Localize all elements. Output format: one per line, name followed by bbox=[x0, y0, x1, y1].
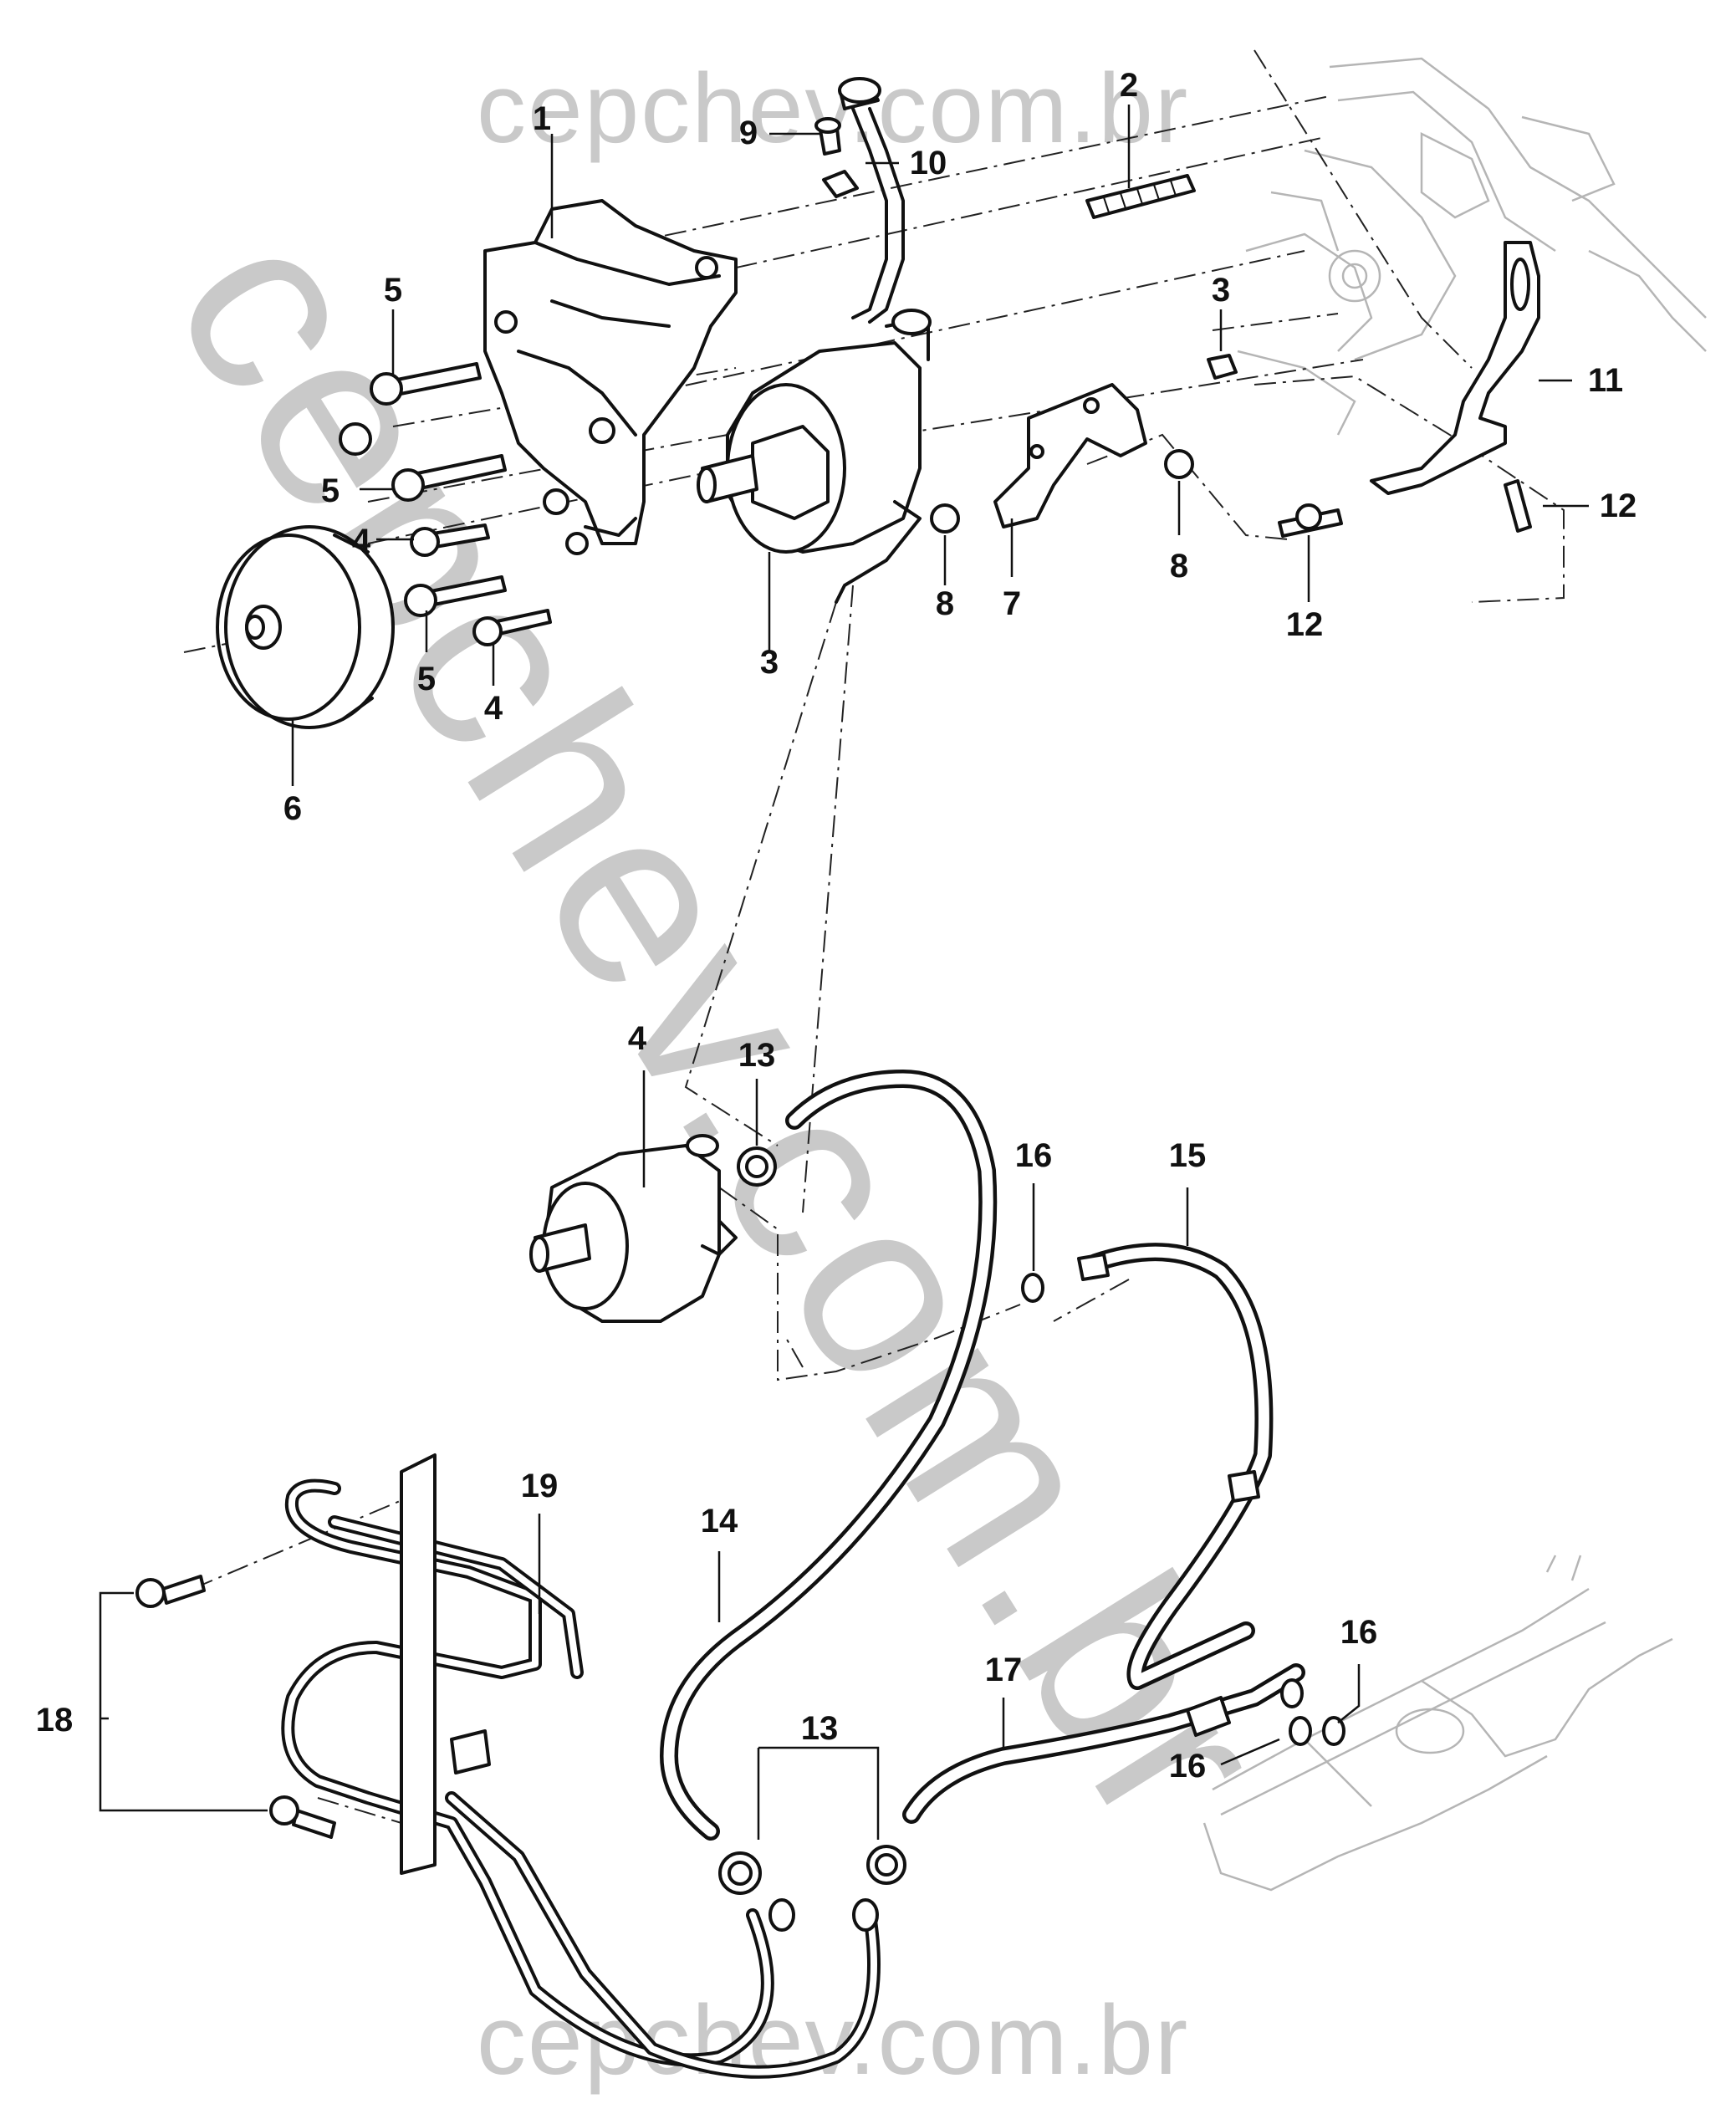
callout-8-right: 8 bbox=[1170, 548, 1188, 585]
callout-4-lower: 4 bbox=[484, 690, 503, 727]
callout-19: 19 bbox=[521, 1468, 559, 1504]
pump-pulley bbox=[216, 525, 395, 729]
feed-hose bbox=[902, 1663, 1305, 1824]
callout-labels: 1 2 3 3 4 4 4 5 5 5 6 7 8 8 9 10 11 12 1… bbox=[36, 67, 1637, 1785]
watermark-bottom: cepchev.com.br bbox=[477, 1985, 1189, 2096]
cooler-screws bbox=[135, 1575, 336, 1839]
nuts bbox=[930, 354, 1238, 534]
callout-16-upper: 16 bbox=[1015, 1137, 1053, 1174]
return-hose bbox=[660, 1070, 998, 1841]
callout-18: 18 bbox=[36, 1702, 74, 1739]
rear-bracket bbox=[993, 383, 1147, 528]
callout-4-pump: 4 bbox=[628, 1020, 647, 1057]
seal-washers bbox=[1021, 1273, 1345, 1746]
callout-12-right: 12 bbox=[1600, 488, 1637, 524]
callout-3-lower: 3 bbox=[760, 644, 779, 681]
callout-6: 6 bbox=[283, 790, 302, 827]
hose-clamps bbox=[718, 1146, 906, 1932]
callout-17: 17 bbox=[985, 1652, 1023, 1688]
callout-3-upper: 3 bbox=[1212, 272, 1230, 309]
pump-assembly-lower bbox=[529, 1134, 738, 1323]
callout-15: 15 bbox=[1169, 1137, 1207, 1174]
callout-4-upper: 4 bbox=[352, 523, 371, 559]
callout-13-upper: 13 bbox=[738, 1037, 776, 1074]
callout-14: 14 bbox=[701, 1503, 738, 1540]
callout-9: 9 bbox=[739, 115, 758, 151]
callout-13-lower: 13 bbox=[801, 1710, 839, 1747]
tube-bolt bbox=[814, 117, 841, 156]
bracket-bolts bbox=[339, 362, 552, 646]
callout-5-mid: 5 bbox=[321, 472, 340, 509]
callout-2: 2 bbox=[1120, 67, 1138, 104]
callout-12-lower: 12 bbox=[1286, 606, 1324, 643]
pressure-hose bbox=[1077, 1243, 1274, 1690]
callout-11: 11 bbox=[1588, 362, 1623, 399]
fill-tube bbox=[822, 77, 905, 324]
studs bbox=[1278, 479, 1532, 538]
pump-mounting-bracket bbox=[483, 199, 738, 555]
callout-7: 7 bbox=[1003, 585, 1021, 622]
callout-5-bottom: 5 bbox=[417, 661, 436, 697]
cooler-pipe bbox=[281, 1453, 881, 2079]
support-arm bbox=[1370, 241, 1540, 495]
callout-leaders bbox=[99, 105, 1589, 1840]
engine-block-outline bbox=[1237, 57, 1707, 436]
callout-5-top: 5 bbox=[384, 272, 402, 309]
power-steering-pump bbox=[697, 309, 932, 604]
callout-1: 1 bbox=[533, 100, 551, 137]
stud bbox=[1085, 174, 1196, 219]
callout-10: 10 bbox=[910, 145, 947, 181]
callout-8-left: 8 bbox=[936, 585, 954, 622]
callout-16-lower: 16 bbox=[1169, 1748, 1207, 1785]
callout-16-right: 16 bbox=[1340, 1614, 1378, 1651]
steering-gear-outline bbox=[1202, 1555, 1673, 1892]
